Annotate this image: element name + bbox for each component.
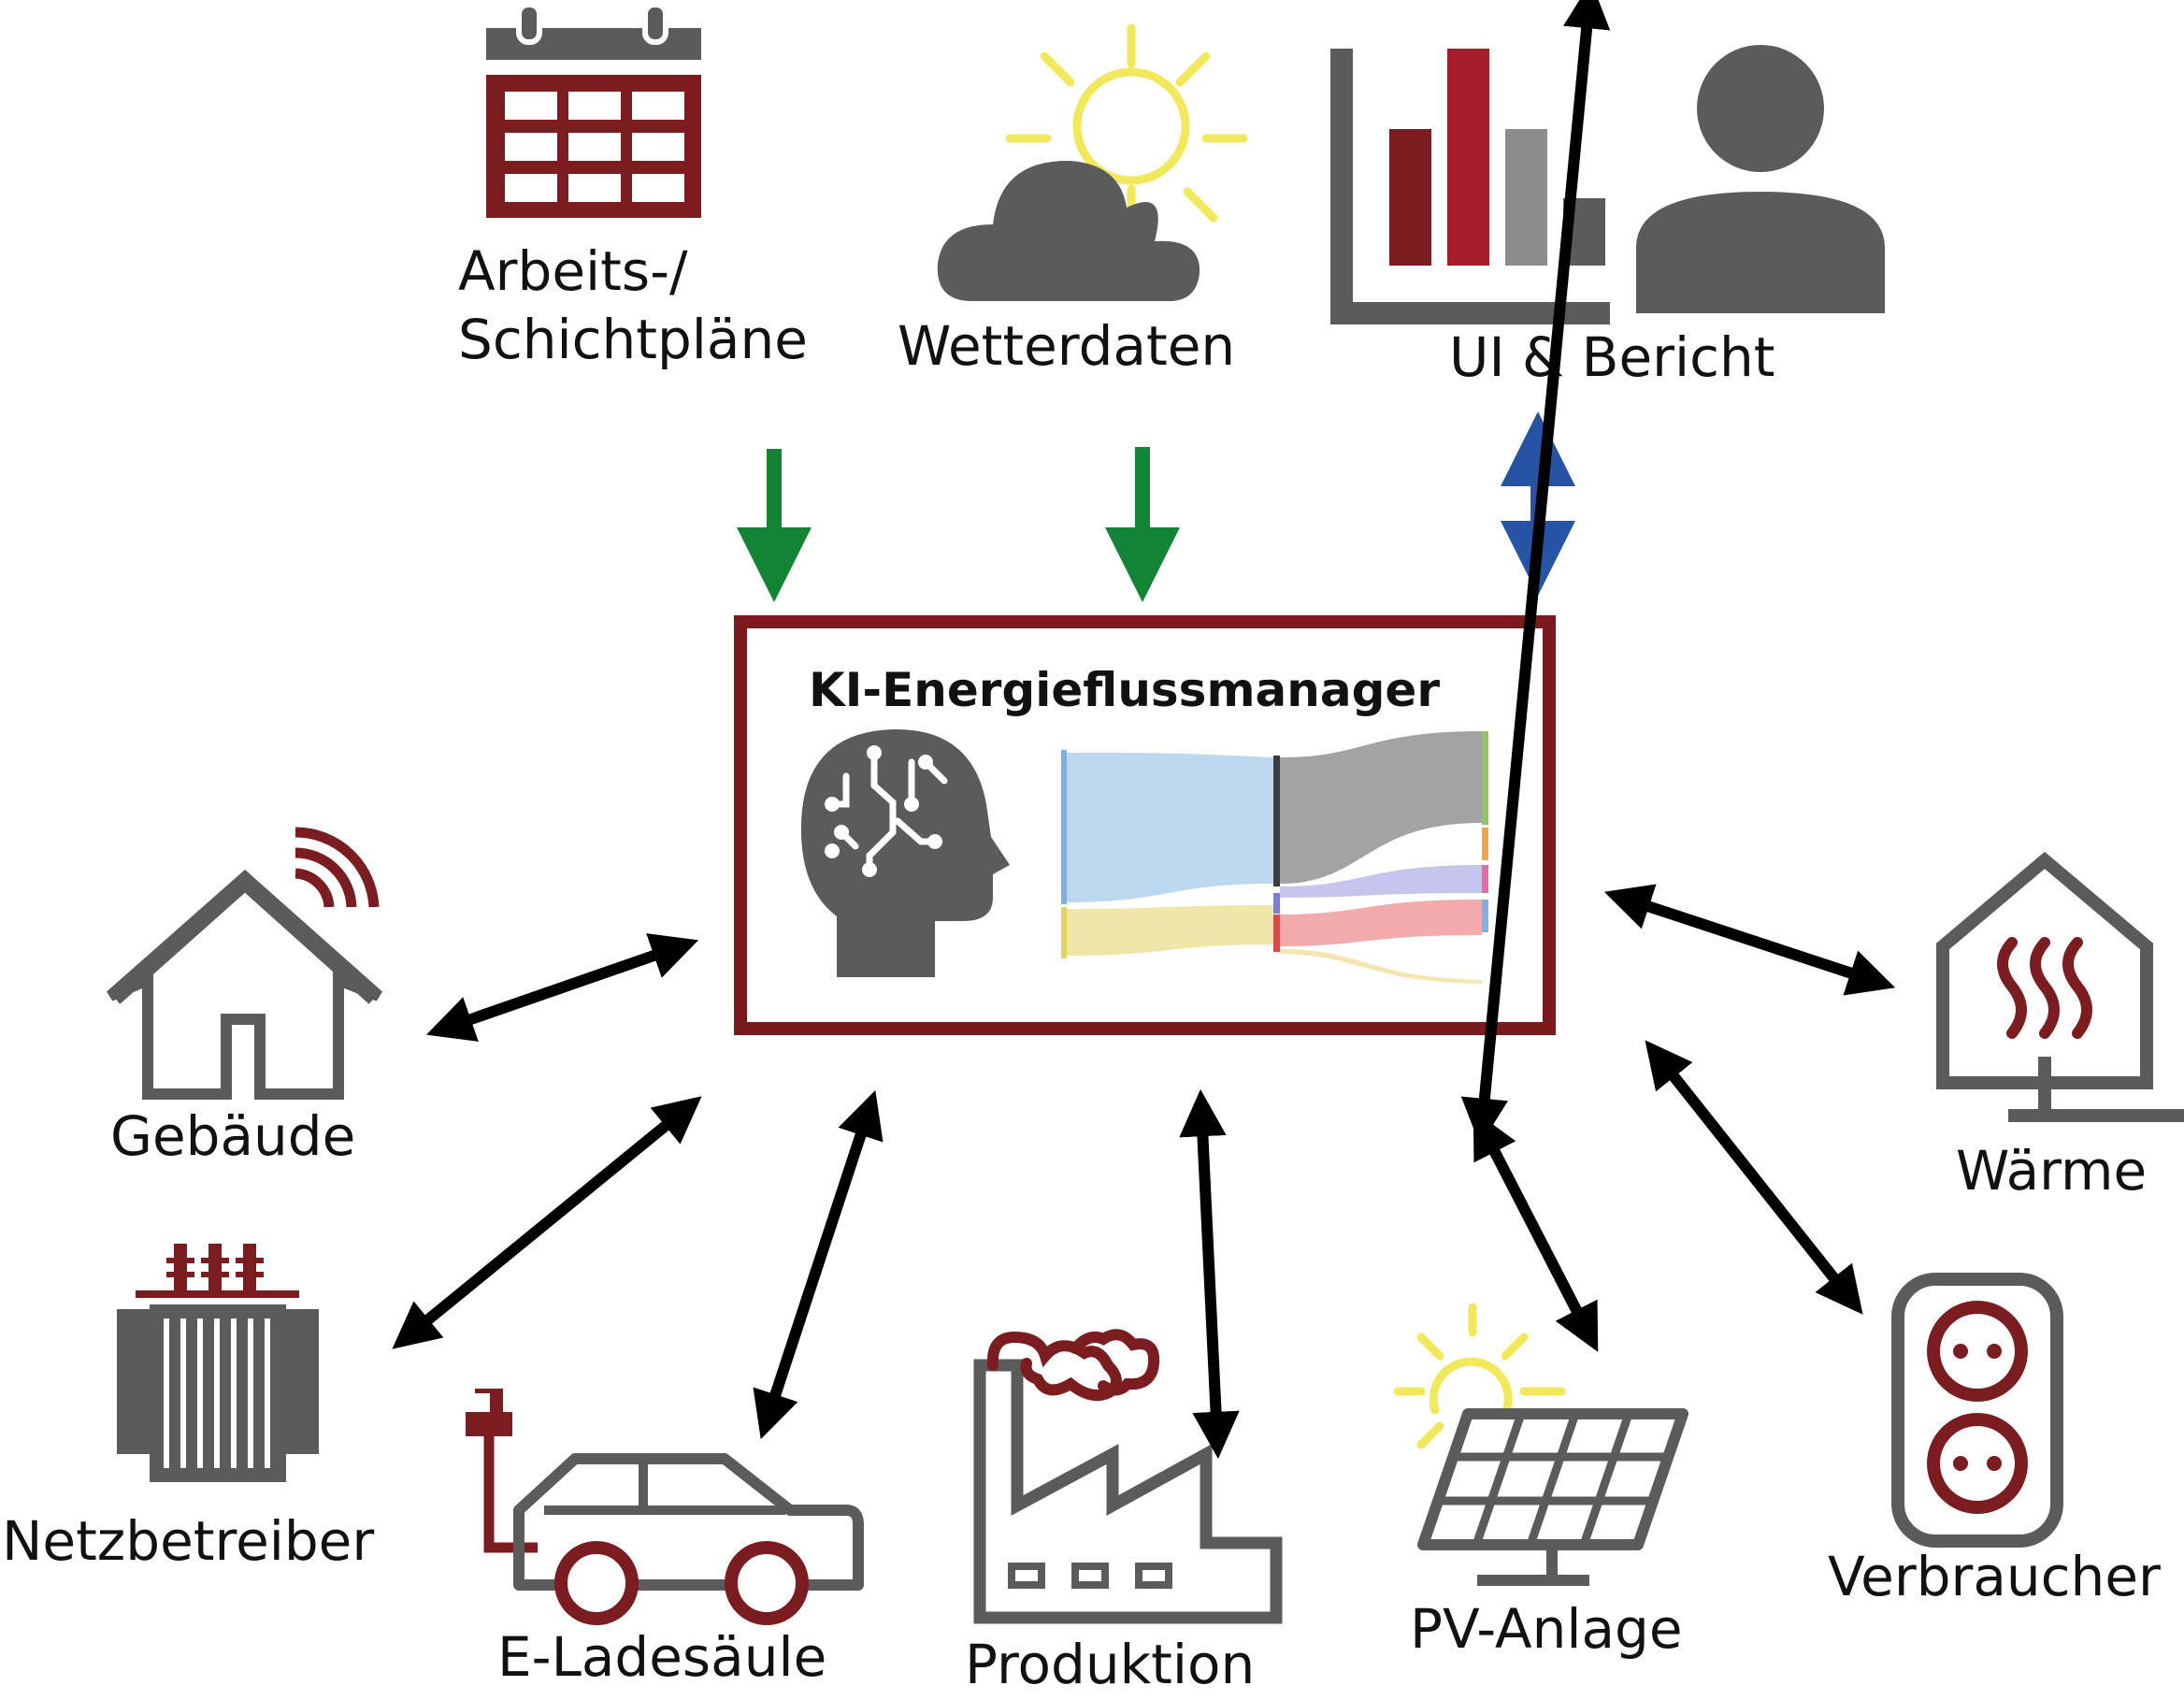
- pv-sun-icon: [1393, 1303, 1566, 1449]
- consumer-label: Verbraucher: [1828, 1545, 2161, 1608]
- heat-label: Wärme: [1956, 1139, 2147, 1203]
- ui-report-label: UI & Bericht: [1449, 325, 1774, 389]
- weather-label: Wetterdaten: [898, 314, 1235, 378]
- factory-icon: [973, 1329, 1283, 1624]
- heat-arrow: [1603, 884, 1896, 996]
- pv-arrow: [1460, 0, 1611, 1146]
- power-socket-icon: [1891, 1273, 2063, 1548]
- ai-head-icon: [800, 728, 1010, 977]
- transformer-icon: [117, 1244, 319, 1482]
- production-arrow: [1179, 1088, 1240, 1460]
- grid-operator-label: Netzbetreiber: [2, 1509, 374, 1573]
- ev-charger-arrow: [753, 1089, 884, 1440]
- calendar-icon: [486, 2, 701, 218]
- ev-charger-label: E-Ladesäule: [497, 1625, 826, 1689]
- schedules-label-line2: Schichtpläne: [458, 308, 808, 371]
- solar-panel-icon: [1417, 1408, 1688, 1586]
- grid-operator-arrow: [392, 1096, 702, 1349]
- weather-icon: [937, 23, 1248, 301]
- consumer-arrow: [1645, 1040, 1863, 1315]
- pv-arrow-line: [1473, 1110, 1599, 1352]
- car-icon: [513, 1453, 864, 1625]
- pv-label: PV-Anlage: [1410, 1597, 1683, 1661]
- wireless-signal-icon: [295, 827, 380, 908]
- schedules-label-line1: Arbeits-/: [458, 239, 688, 303]
- production-label: Produktion: [965, 1633, 1255, 1696]
- ev-plug-icon: [466, 1389, 538, 1553]
- building-icon: [107, 869, 382, 1100]
- sankey-thumbnail: [1061, 731, 1488, 984]
- heat-house-icon: [1936, 851, 2184, 1122]
- user-icon: [1636, 45, 1885, 313]
- energy-manager-title: KI-Energieflussmanager: [809, 663, 1440, 717]
- building-arrow: [425, 933, 699, 1042]
- building-label: Gebäude: [110, 1104, 355, 1168]
